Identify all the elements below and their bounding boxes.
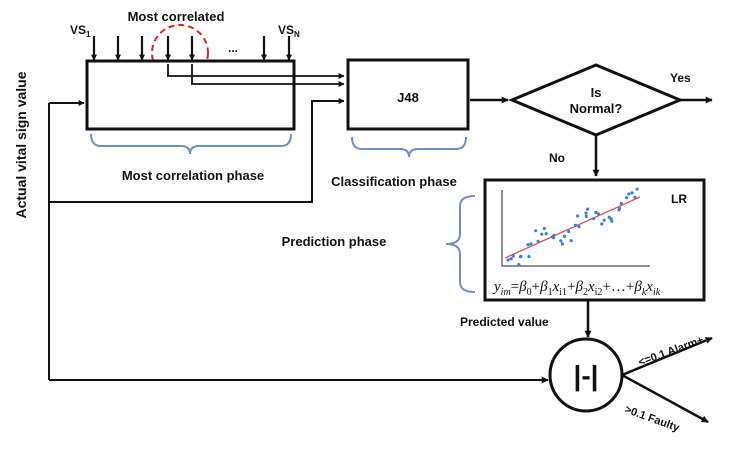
scatter-point bbox=[536, 239, 540, 243]
scatter-point bbox=[526, 243, 530, 247]
scatter-point bbox=[577, 225, 581, 229]
lr-tag: LR bbox=[671, 192, 687, 206]
predicted-value-label: Predicted value bbox=[460, 315, 549, 329]
scatter-point bbox=[569, 239, 573, 243]
scatter-point bbox=[540, 232, 544, 236]
scatter-point bbox=[592, 217, 596, 221]
scatter-point bbox=[594, 210, 598, 215]
y-axis-label: Actual vital sign value bbox=[13, 71, 29, 218]
scatter-point bbox=[630, 191, 634, 195]
scatter-point bbox=[534, 229, 538, 233]
correlation-phase-label: Most correlation phase bbox=[122, 168, 264, 183]
sensor-input-arrows bbox=[91, 36, 292, 61]
scatter-point bbox=[610, 219, 614, 223]
scatter-point bbox=[542, 226, 546, 231]
scatter-point bbox=[584, 214, 588, 218]
selected-signal-lines bbox=[167, 64, 345, 87]
scatter-point bbox=[635, 187, 639, 191]
j48-label: J48 bbox=[397, 90, 419, 105]
scatter-point bbox=[625, 196, 629, 200]
scatter-point bbox=[527, 255, 531, 259]
scatter-point bbox=[627, 192, 631, 196]
decision-label-line2: Normal? bbox=[570, 101, 623, 116]
j48-box bbox=[346, 58, 470, 131]
correlation-box bbox=[85, 59, 296, 131]
scatter-point bbox=[602, 218, 606, 222]
scatter-point bbox=[563, 234, 567, 238]
scatter-point bbox=[586, 207, 590, 211]
alarm-arrow bbox=[621, 336, 713, 377]
regression-equation: yim=β0+β1xi1+β2xi2+…+βkxik bbox=[492, 279, 661, 298]
scatter-point bbox=[596, 212, 601, 216]
regression-fit-line bbox=[504, 196, 641, 259]
faulty-label: >0.1 Faulty bbox=[623, 404, 682, 435]
decision-diamond bbox=[508, 63, 684, 137]
scatter-point bbox=[619, 201, 623, 205]
prediction-phase-label: Prediction phase bbox=[282, 234, 387, 249]
difference-label: |-| bbox=[574, 360, 599, 391]
lr-box bbox=[483, 178, 706, 302]
scatter-point bbox=[517, 262, 521, 267]
actual-value-lines bbox=[48, 98, 549, 384]
scatter-point bbox=[544, 232, 548, 236]
scatter-point bbox=[609, 217, 613, 221]
scatter-point bbox=[573, 223, 578, 227]
regression-plot bbox=[501, 187, 650, 267]
scatter-points bbox=[506, 187, 639, 267]
scatter-point bbox=[552, 233, 556, 237]
scatter-point bbox=[600, 222, 604, 226]
scatter-point bbox=[633, 195, 637, 199]
decision-label-line1: Is bbox=[591, 85, 602, 100]
scatter-point bbox=[617, 208, 621, 212]
scatter-point bbox=[584, 211, 588, 215]
phase-braces bbox=[90, 133, 476, 293]
scatter-point bbox=[551, 236, 556, 240]
alarm-label: <=0.1 Alarm+ bbox=[637, 334, 705, 369]
yes-label: Yes bbox=[670, 71, 691, 85]
classification-phase-label: Classification phase bbox=[331, 174, 457, 189]
scatter-point bbox=[518, 255, 523, 259]
no-label: No bbox=[549, 151, 565, 165]
scatter-point bbox=[529, 242, 533, 246]
scatter-point bbox=[509, 257, 513, 261]
sensor-ellipsis: ... bbox=[228, 41, 238, 55]
faulty-arrow bbox=[621, 373, 709, 424]
scatter-point bbox=[506, 258, 510, 262]
scatter-point bbox=[560, 242, 565, 246]
most-correlated-label: Most correlated bbox=[128, 9, 225, 24]
scatter-point bbox=[559, 239, 563, 243]
sensor-vsn-label: VSN bbox=[278, 23, 300, 39]
sensor-vs1-label: VS1 bbox=[70, 23, 91, 39]
scatter-point bbox=[567, 230, 571, 234]
scatter-point bbox=[576, 214, 580, 218]
scatter-point bbox=[511, 254, 515, 258]
